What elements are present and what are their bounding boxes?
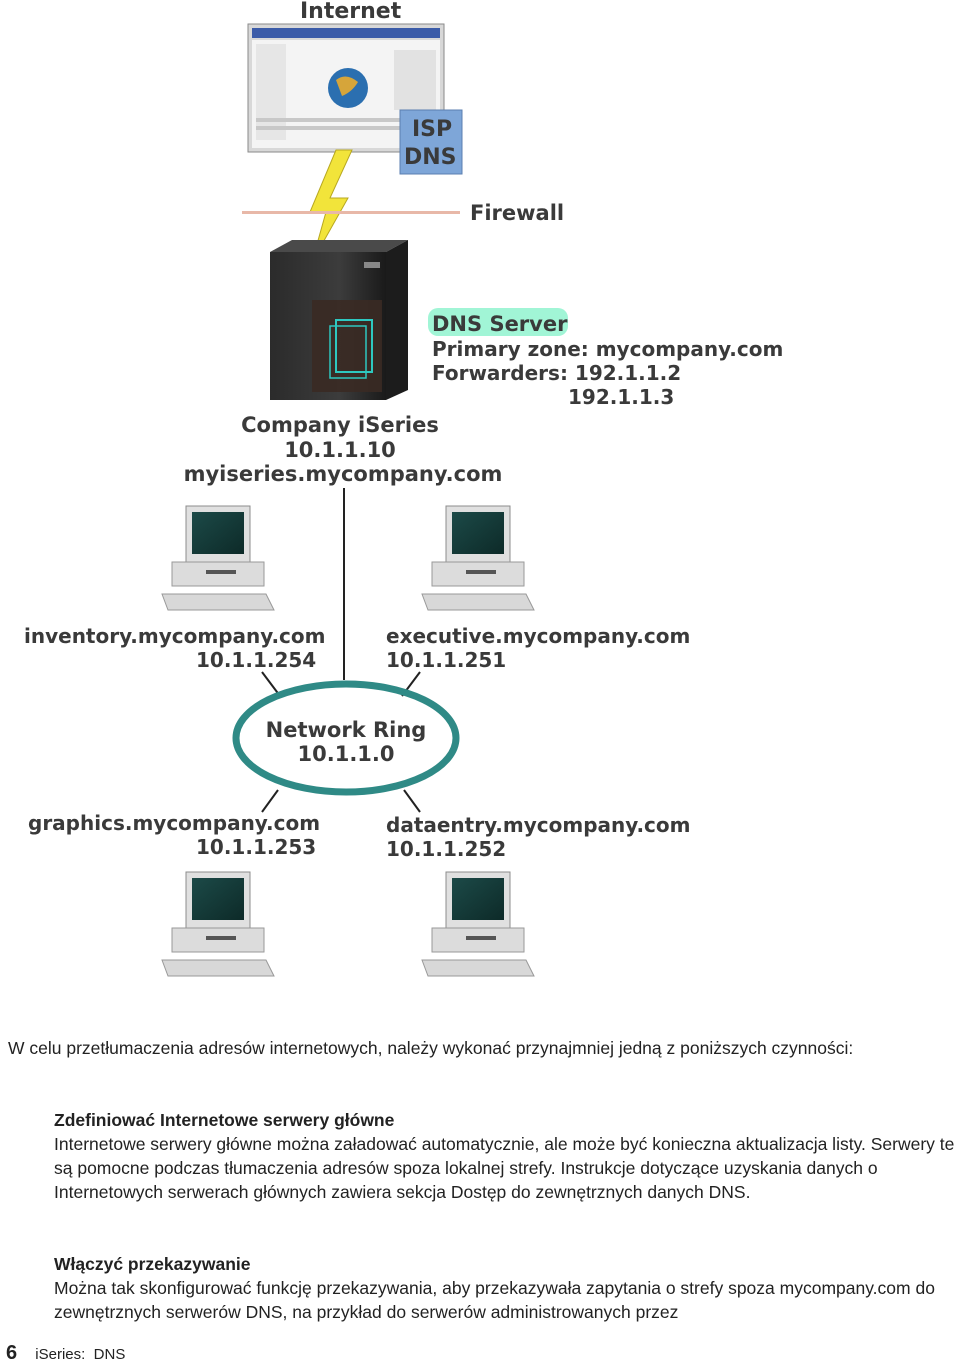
host-ip: 10.1.1.252 bbox=[386, 837, 506, 861]
dns-server-highlight bbox=[428, 308, 568, 336]
book-title: iSeries: DNS bbox=[35, 1346, 126, 1363]
iseries-name: Company iSeries bbox=[241, 413, 439, 437]
iseries-host: myiseries.mycompany.com bbox=[184, 462, 503, 486]
definition-item-root-servers: Zdefiniować Internetowe serwery główne I… bbox=[54, 1108, 958, 1204]
firewall-line bbox=[242, 211, 460, 214]
network-diagram: Internet ISP DNS Firewall DNS Server Pri… bbox=[24, 0, 783, 977]
ring-label: Network Ring bbox=[266, 718, 427, 742]
dns-server-label: DNS Server bbox=[432, 312, 568, 336]
isp-dns-box bbox=[399, 109, 463, 175]
internet-label: Internet bbox=[300, 0, 402, 24]
host-name: executive.mycompany.com bbox=[386, 624, 690, 648]
ring-ip: 10.1.1.0 bbox=[298, 742, 395, 766]
workstation-executive-icon bbox=[421, 505, 535, 611]
intro-paragraph: W celu przetłumaczenia adresów interneto… bbox=[8, 1038, 854, 1058]
isp-label: ISP bbox=[412, 117, 452, 142]
host-name: dataentry.mycompany.com bbox=[386, 813, 691, 837]
firewall-label: Firewall bbox=[470, 201, 564, 225]
definition-description: Internetowe serwery główne można załadow… bbox=[54, 1134, 955, 1202]
forwarders-label: Forwarders: 192.1.1.2 bbox=[432, 361, 681, 385]
definition-description: Można tak skonfigurować funkcję przekazy… bbox=[54, 1278, 935, 1322]
host-ip: 10.1.1.254 bbox=[196, 648, 316, 672]
primary-zone-label: Primary zone: mycompany.com bbox=[432, 337, 783, 361]
workstation-graphics-icon bbox=[161, 871, 275, 977]
host-name: inventory.mycompany.com bbox=[24, 624, 326, 648]
network-ring bbox=[232, 680, 460, 796]
host-ip: 10.1.1.253 bbox=[196, 835, 316, 859]
iseries-server-icon bbox=[270, 240, 408, 400]
workstation-dataentry-icon bbox=[421, 871, 535, 977]
page-number: 6 bbox=[6, 1342, 18, 1364]
host-name: graphics.mycompany.com bbox=[28, 811, 320, 835]
internet-browser-icon bbox=[247, 23, 445, 153]
definition-term: Włączyć przekazywanie bbox=[54, 1254, 251, 1274]
definition-term: Zdefiniować Internetowe serwery główne bbox=[54, 1110, 395, 1130]
host-ip: 10.1.1.251 bbox=[386, 648, 506, 672]
forwarder-2-label: 192.1.1.3 bbox=[568, 385, 674, 409]
definition-item-forwarding: Włączyć przekazywanie Można tak skonfigu… bbox=[54, 1252, 958, 1324]
iseries-ip: 10.1.1.10 bbox=[284, 438, 396, 462]
page-footer: 6 iSeries: DNS bbox=[6, 1342, 125, 1365]
workstation-inventory-icon bbox=[161, 505, 275, 611]
dns-label: DNS bbox=[404, 145, 457, 170]
